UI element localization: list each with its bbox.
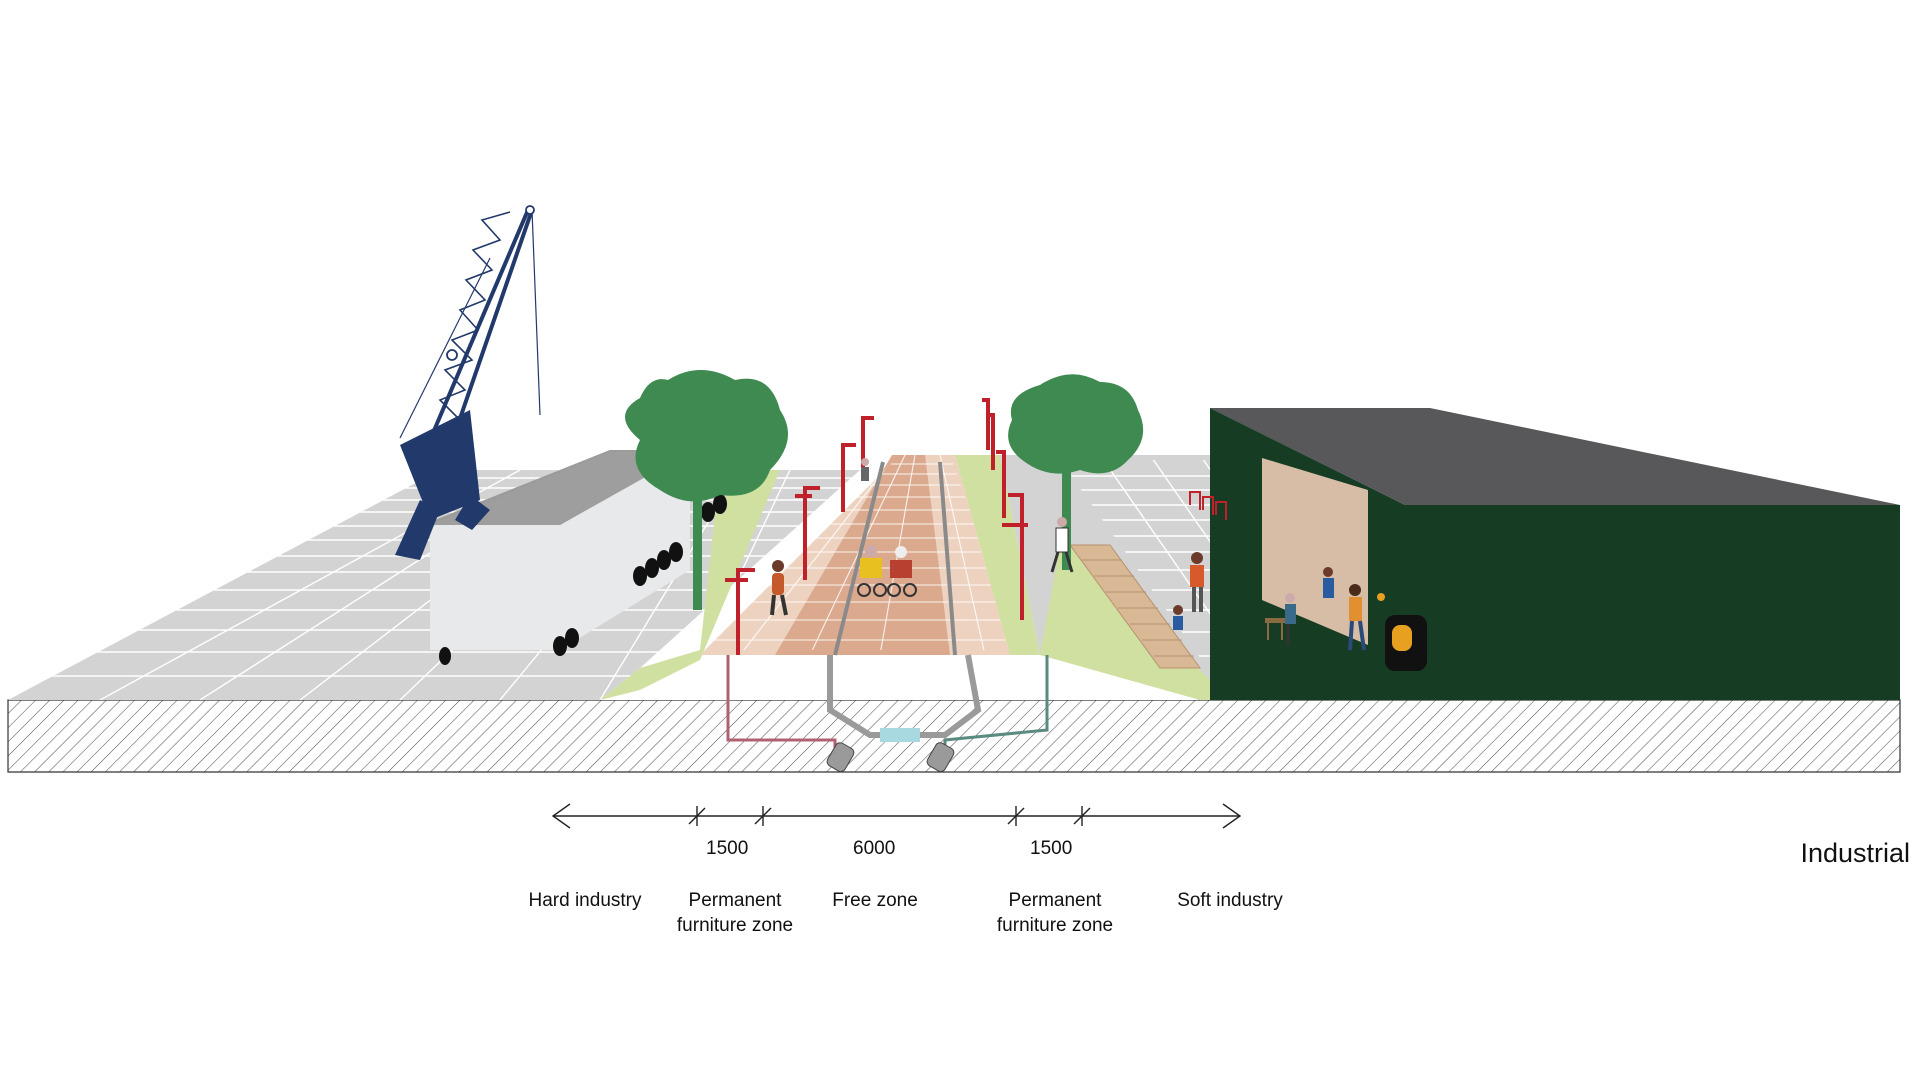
street <box>700 455 1040 656</box>
zone-label-line-2: furniture zone <box>676 915 794 936</box>
zone-label-line-2: furniture zone <box>996 915 1114 936</box>
tree-icon-left <box>625 370 788 610</box>
seating-steps <box>1069 544 1201 669</box>
pedestrian-icons <box>770 458 1366 651</box>
pipe-icons <box>726 654 1049 773</box>
lamp-posts <box>725 398 1028 655</box>
tree-icon-right <box>1008 374 1144 570</box>
zone-label-free-zone: Free zone <box>832 890 918 911</box>
zone-label-soft-industry: Soft industry <box>1177 890 1283 911</box>
zone-label-line-1: Permanent <box>1008 890 1102 911</box>
page-title: Industrial <box>1800 838 1910 868</box>
zone-label-hard-industry: Hard industry <box>528 890 642 911</box>
zone-label-permanent-furniture-right: Permanent furniture zone <box>990 888 1120 938</box>
dimension-right-furniture: 1500 <box>1030 838 1073 859</box>
wheelchair-icons <box>857 545 917 597</box>
dimension-line <box>551 803 1242 829</box>
zone-label-line-1: Permanent <box>688 890 782 911</box>
zone-label-permanent-furniture-left: Permanent furniture zone <box>670 888 800 938</box>
crane-icon <box>395 205 541 560</box>
dimension-left-furniture: 1500 <box>706 838 749 859</box>
warehouse-soft-industry <box>1210 408 1900 700</box>
dimension-free-zone: 6000 <box>853 838 896 859</box>
hard-industry-shed <box>430 450 727 665</box>
bike-rack-icon <box>1189 491 1227 520</box>
